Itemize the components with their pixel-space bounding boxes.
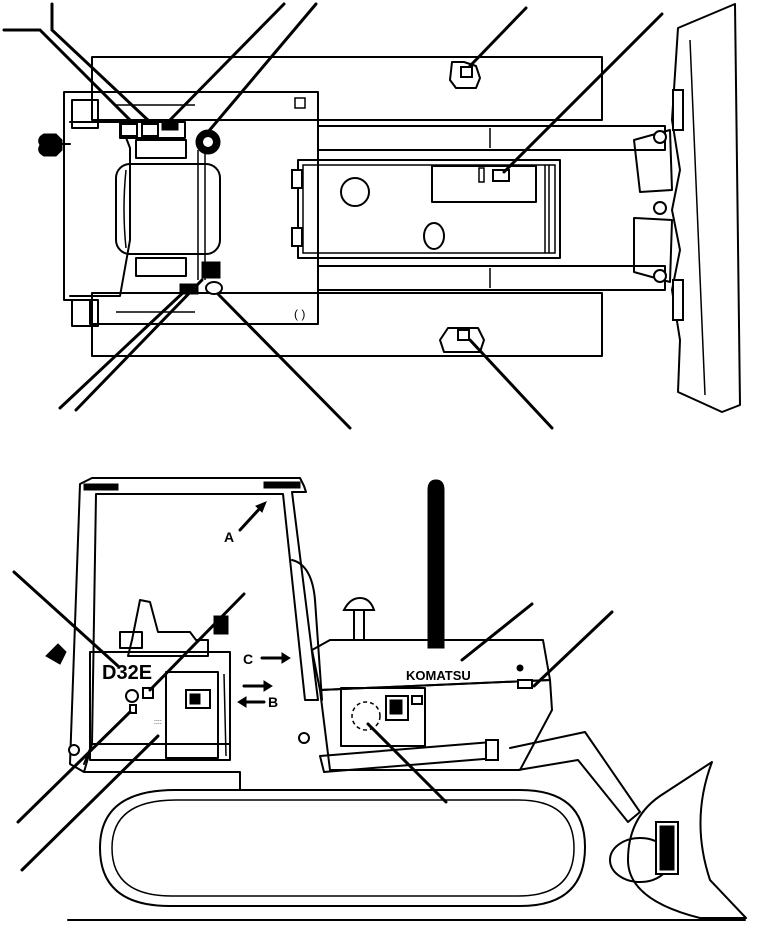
decal-console-2	[141, 123, 159, 137]
leader-16	[532, 610, 614, 688]
leader-12	[148, 592, 246, 692]
leader-5	[468, 6, 528, 68]
leader-11	[12, 570, 120, 668]
leader-9	[216, 292, 352, 430]
leader-7	[58, 286, 190, 410]
push-frame-lower	[317, 265, 666, 291]
leader-10	[468, 338, 554, 430]
side-view: D32E :::: KOMATSU	[12, 477, 747, 921]
leader-13	[16, 710, 132, 824]
leader-2	[50, 2, 152, 124]
air-cleaner-cap-top	[340, 177, 370, 207]
leader-6	[502, 12, 664, 174]
top-track-upper	[91, 56, 603, 121]
svg-text:::::: ::::	[154, 719, 162, 726]
decal-fender	[142, 687, 154, 699]
handle-side	[45, 643, 67, 665]
rops-canopy	[69, 477, 319, 773]
leader-14	[20, 734, 160, 872]
leader-1	[2, 28, 132, 122]
blade-top	[671, 3, 741, 413]
leader-3	[168, 2, 286, 122]
decal-console-1	[120, 123, 138, 137]
view-a-label: A	[224, 529, 234, 545]
engine-hood-top	[297, 159, 561, 259]
exhaust-pipe	[427, 479, 445, 649]
operator-deck-top	[63, 91, 319, 325]
decal-hood-top	[492, 169, 510, 182]
fuel-cap-side	[125, 689, 139, 703]
steering-lever-left	[201, 261, 221, 279]
decal-console-3	[161, 119, 179, 131]
leader-8	[74, 278, 204, 412]
view-b-label: B	[268, 694, 278, 710]
leader-17	[366, 722, 448, 804]
top-view: ( )	[2, 2, 741, 430]
air-cleaner-side	[342, 596, 376, 611]
operator-seat-side	[127, 599, 209, 657]
toolbox-door	[165, 671, 219, 759]
track-side	[99, 789, 586, 907]
leader-15	[460, 602, 534, 662]
brand-label: KOMATSU	[406, 668, 471, 683]
leader-4	[206, 2, 318, 134]
blade-side	[627, 761, 747, 919]
push-frame-upper	[317, 125, 666, 151]
handle-top	[38, 133, 63, 157]
operator-seat-top	[115, 163, 221, 255]
decal-hood-side	[517, 679, 533, 689]
side-panel	[340, 687, 426, 747]
cab-fender	[89, 651, 231, 761]
engine-hood-side	[311, 639, 551, 691]
model-label: D32E	[102, 662, 152, 684]
decal-track-lower	[457, 329, 470, 341]
svg-text:( ): ( )	[294, 307, 305, 321]
view-c-label: C	[243, 651, 253, 667]
decal-track-upper	[460, 66, 473, 78]
